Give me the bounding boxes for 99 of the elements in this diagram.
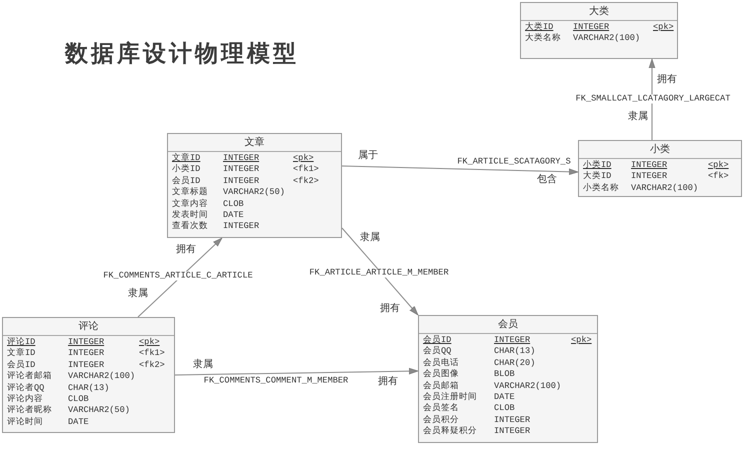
entity-table [2,317,175,433]
table-header: 大类 [521,3,677,21]
diagram-title: 数据库设计物理模型 [65,40,299,68]
data-type: CLOB [223,198,244,210]
column-name: 会员ID [172,176,200,187]
column-name: 会员QQ [423,346,452,358]
role-label: 隶属 [128,288,148,300]
data-type: CHAR(20) [494,358,536,369]
entity-table [578,140,742,197]
key-tag: <fk2> [293,176,319,187]
data-type: INTEGER [223,221,260,232]
data-type: CHAR(13) [68,382,110,394]
table-header: 评论 [3,318,174,336]
data-type: DATE [223,210,244,221]
column-name: 会员ID [7,360,36,371]
edge-label: FK_SMALLCAT_LCATAGORY_LARGECAT [574,94,732,104]
data-type: INTEGER [494,335,530,346]
data-type: INTEGER [223,164,260,176]
role-label: 拥有 [380,303,400,315]
edge-label: FK_COMMENTS_COMMENT_M_MEMBER [202,376,350,386]
key-tag: <fk1> [139,348,165,360]
key-tag: <pk> [139,337,160,348]
column-name: 小类ID [583,160,612,171]
data-type: INTEGER [573,22,610,33]
data-type: VARCHAR2(50) [223,187,285,198]
data-type: INTEGER [631,160,668,171]
column-name: 评论内容 [7,394,43,405]
column-name: 文章标题 [172,187,208,198]
entity-table [167,133,342,238]
column-name: 会员邮箱 [423,380,459,392]
data-type: INTEGER [68,360,104,371]
role-label: 隶属 [193,359,213,371]
column-name: 发表时间 [172,210,208,221]
column-name: 文章ID [7,348,36,360]
key-tag: <pk> [571,335,592,346]
column-name: 评论ID [7,337,36,348]
data-type: DATE [494,392,515,403]
data-type: VARCHAR2(50) [68,405,130,416]
role-label: 包含 [537,174,557,186]
column-name: 大类名称 [525,33,561,44]
table-header: 会员 [419,316,597,334]
table-header: 文章 [168,134,341,152]
data-type: VARCHAR2(100) [68,371,136,382]
role-label: 拥有 [176,244,196,256]
column-name: 小类ID [172,164,200,176]
data-type: INTEGER [223,176,260,187]
entity-table [520,2,678,59]
column-name: 会员注册时间 [423,392,477,403]
key-tag: <pk> [293,153,314,164]
column-name: 文章ID [172,153,200,164]
column-name: 会员积分 [423,414,459,426]
column-name: 评论时间 [7,416,43,428]
column-name: 大类ID [525,22,554,33]
data-type: INTEGER [68,348,104,360]
role-label: 拥有 [378,376,398,388]
column-name: 会员释疑积分 [423,426,477,438]
column-name: 评论者QQ [7,382,44,394]
data-type: INTEGER [223,153,260,164]
column-name: 会员ID [423,335,452,346]
role-label: 拥有 [657,74,677,86]
column-name: 大类ID [583,171,612,182]
relationship-arrow [342,166,578,176]
column-name: 查看次数 [172,221,208,232]
column-name: 评论者昵称 [7,405,52,416]
data-type: CHAR(13) [494,346,536,358]
edge-label: FK_ARTICLE_ARTICLE_M_MEMBER [308,268,450,278]
entity-table [418,315,598,443]
data-type: VARCHAR2(100) [631,182,698,194]
edge-label: FK_ARTICLE_SCATAGORY_S [456,158,572,166]
edge-label: FK_COMMENTS_ARTICLE_C_ARTICLE [102,272,254,280]
data-type: DATE [68,416,89,428]
data-type: BLOB [494,369,515,380]
relationship-arrow [342,228,418,316]
column-name: 评论者邮箱 [7,371,52,382]
data-type: VARCHAR2(100) [573,33,640,44]
column-name: 会员电话 [423,358,459,369]
role-label: 属于 [358,150,378,162]
data-type: VARCHAR2(100) [494,380,562,392]
data-type: INTEGER [631,171,668,182]
data-type: INTEGER [68,337,104,348]
role-label: 隶属 [360,232,380,244]
column-name: 会员签名 [423,403,459,414]
column-name: 会员图像 [423,369,459,380]
data-type: INTEGER [494,426,530,438]
key-tag: <pk> [708,160,729,171]
relationship-arrow [174,368,418,376]
data-type: CLOB [494,403,515,414]
relationship-arrow [138,238,222,318]
key-tag: <fk> [708,171,729,182]
key-tag: <fk2> [139,360,165,371]
column-name: 文章内容 [172,198,208,210]
key-tag: <pk> [653,22,674,33]
key-tag: <fk1> [293,164,319,176]
relationship-arrow [648,58,656,140]
role-label: 隶属 [628,111,648,123]
column-name: 小类名称 [583,182,619,194]
table-header: 小类 [579,141,741,159]
data-type: INTEGER [494,414,530,426]
data-type: CLOB [68,394,89,405]
